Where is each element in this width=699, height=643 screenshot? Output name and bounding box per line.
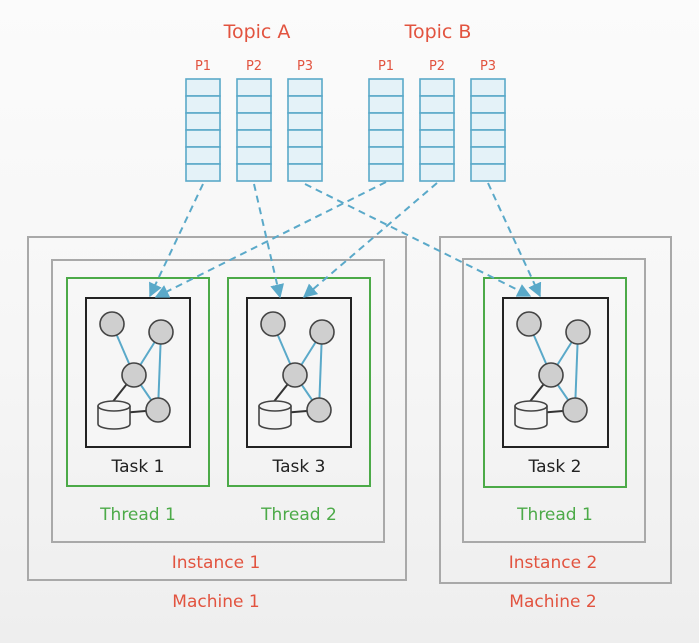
topic-a-partition-label: P2	[246, 59, 262, 74]
instance-1-box	[51, 259, 385, 543]
task-label: Task 3	[272, 457, 326, 477]
topic-b-partition-log	[419, 78, 455, 182]
partition-record	[470, 112, 506, 131]
topic-b-partition-label: P2	[429, 59, 445, 74]
partition-record	[419, 78, 455, 97]
partition-record	[185, 163, 221, 182]
assignment-arrows	[149, 181, 542, 299]
partition-record	[287, 146, 323, 165]
partition-record	[185, 112, 221, 131]
partition-record	[470, 129, 506, 148]
partition-record	[236, 112, 272, 131]
arrow-topic-a-p3-to-task-2	[304, 183, 532, 297]
thread-label: Thread 1	[516, 505, 593, 525]
partition-record	[419, 129, 455, 148]
partition-record	[368, 95, 404, 114]
partition-record	[368, 112, 404, 131]
partition-record	[236, 78, 272, 97]
topic-a-partition-log	[287, 78, 323, 182]
topic-a-partition-label: P1	[195, 59, 211, 74]
topic-a-partition-label: P3	[297, 59, 313, 74]
instance-1-label: Instance 1	[172, 553, 261, 573]
thread-1-box	[66, 277, 210, 487]
machine-2-box	[439, 236, 672, 584]
machine-1-box	[27, 236, 407, 581]
partition-logs	[185, 78, 506, 182]
topic-a-partition-log	[185, 78, 221, 182]
machine-1-label: Machine 1	[172, 592, 259, 612]
partition-record	[419, 95, 455, 114]
arrow-topic-b-p2-to-task-3	[302, 182, 438, 298]
partition-record	[419, 146, 455, 165]
topic-b-partition-label: P1	[378, 59, 394, 74]
partition-record	[287, 95, 323, 114]
topic-a-label: Topic A	[223, 21, 291, 43]
topic-b-partition-log	[470, 78, 506, 182]
partition-record	[470, 78, 506, 97]
partition-record	[185, 129, 221, 148]
topic-b-partition-label: P3	[480, 59, 496, 74]
partition-record	[287, 129, 323, 148]
partition-record	[470, 95, 506, 114]
partition-record	[185, 95, 221, 114]
partition-record	[419, 112, 455, 131]
partition-record	[287, 112, 323, 131]
arrow-topic-a-p1-to-task-1	[149, 183, 204, 298]
topic-a-partition-log	[236, 78, 272, 182]
partition-record	[236, 95, 272, 114]
thread-label: Thread 2	[260, 505, 337, 525]
partition-record	[368, 163, 404, 182]
partition-record	[185, 78, 221, 97]
partition-record	[236, 129, 272, 148]
partition-record	[368, 78, 404, 97]
partition-record	[368, 129, 404, 148]
task-label: Task 2	[528, 457, 582, 477]
partition-record	[470, 146, 506, 165]
topic-b-label: Topic B	[404, 21, 472, 43]
thread-box	[483, 277, 627, 488]
partition-record	[287, 78, 323, 97]
arrow-topic-a-p2-to-task-3	[253, 183, 284, 299]
partition-record	[236, 163, 272, 182]
partition-record	[287, 163, 323, 182]
machine-2-label: Machine 2	[509, 592, 596, 612]
instance-2-label: Instance 2	[509, 553, 598, 573]
thread-2-box	[227, 277, 371, 487]
thread-label: Thread 1	[99, 505, 176, 525]
partition-record	[236, 146, 272, 165]
partition-record	[185, 146, 221, 165]
partition-record	[368, 146, 404, 165]
arrow-topic-b-p1-to-task-1	[154, 181, 387, 298]
arrow-topic-b-p3-to-task-2	[487, 182, 542, 298]
instance-2-box	[462, 258, 646, 543]
task-label: Task 1	[111, 457, 165, 477]
partition-record	[419, 163, 455, 182]
partition-record	[470, 163, 506, 182]
topic-b-partition-log	[368, 78, 404, 182]
